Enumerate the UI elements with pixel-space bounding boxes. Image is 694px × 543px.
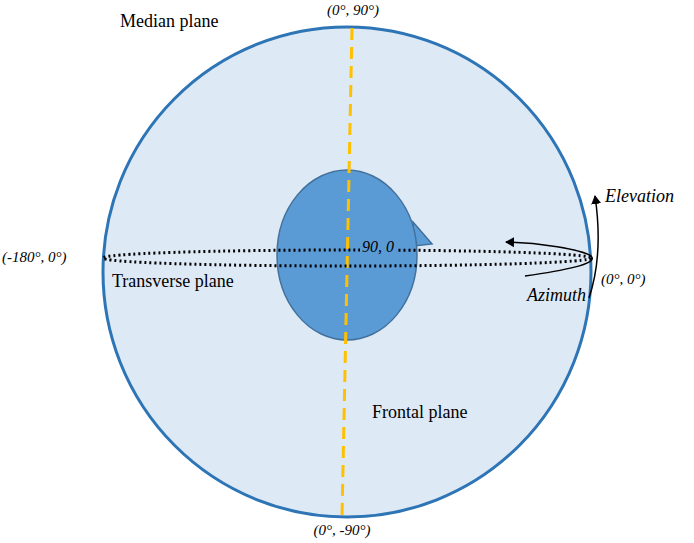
coordinate-label: (0°, 0°)	[601, 271, 646, 288]
plane-label: Median plane	[120, 11, 218, 32]
axis-label: Azimuth	[527, 285, 586, 306]
plane-label: Transverse plane	[112, 271, 234, 292]
median-sphere	[103, 27, 591, 517]
head-coordinate-label: 90, 0	[360, 238, 396, 256]
elevation-arrow	[589, 196, 598, 298]
coordinate-label: (0°, 90°)	[327, 2, 379, 19]
axis-label: Elevation	[605, 186, 674, 207]
coordinate-label: (-180°, 0°)	[2, 249, 66, 266]
coordinate-label: (0°, -90°)	[314, 522, 371, 539]
azimuth-arrow	[506, 242, 592, 276]
transverse-plane-line	[103, 250, 591, 266]
plane-label: Frontal plane	[372, 402, 467, 423]
frontal-plane-line	[342, 28, 352, 517]
